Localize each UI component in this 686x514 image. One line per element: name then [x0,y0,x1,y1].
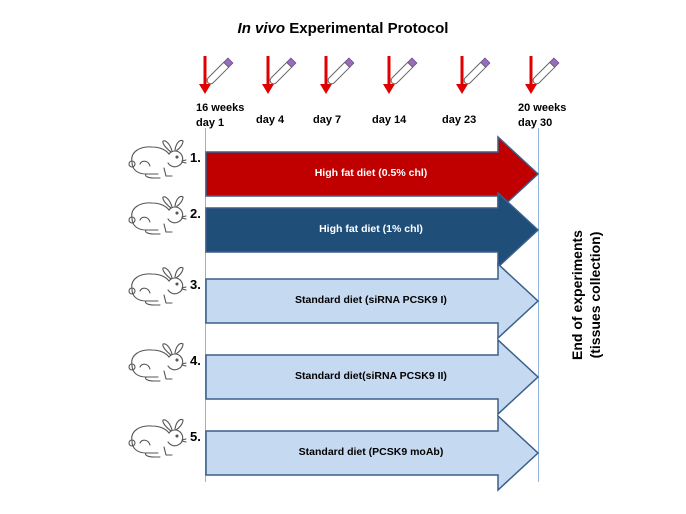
test-tube-icon [269,57,297,85]
page-title: In vivo Experimental Protocol [0,20,686,37]
blood-sample-icon [525,52,575,102]
arrow-shape [205,262,540,340]
red-arrow-icon [383,56,395,94]
timepoint-end-weeks: 20 weeks [518,102,567,114]
test-tube-icon [463,57,491,85]
group-number: 4. [190,353,201,368]
blood-sample-icon [320,52,370,102]
timepoint-day-23: day 23 [442,114,477,126]
rabbit-icon [126,417,188,464]
test-tube-icon [206,57,234,85]
group-number: 3. [190,277,201,292]
red-arrow-icon [456,56,468,94]
treatment-arrow: Standard diet (PCSK9 moAb) [205,414,540,492]
red-arrow-icon [199,56,211,94]
blood-sample-icon [199,52,249,102]
blood-sample-icon [262,52,312,102]
treatment-label: Standard diet (siRNA PCSK9 I) [295,294,447,306]
treatment-label: High fat diet (0.5% chl) [314,167,428,179]
treatment-label: High fat diet (1% chl) [319,223,423,235]
test-tube-icon [390,57,418,85]
timeline-end-line [538,128,539,482]
rabbit-icon [126,341,188,388]
blood-sample-icon [456,52,506,102]
title-rest: Experimental Protocol [285,20,449,37]
timepoint-start-weeks: 16 weeks [196,102,245,114]
red-arrow-icon [320,56,332,94]
timepoint-day-14: day 14 [372,114,407,126]
end-label-line1: End of experiments [569,230,585,360]
treatment-arrow: High fat diet (1% chl) [205,191,540,269]
treatment-arrow: Standard diet (siRNA PCSK9 I) [205,262,540,340]
timepoint-start-day: day 1 [196,117,225,129]
rabbit-icon [126,194,188,241]
group-number: 2. [190,206,201,221]
title-italic: In vivo [237,20,286,37]
timepoint-end-day: day 30 [518,117,553,129]
group-number: 5. [190,429,201,444]
treatment-arrow: High fat diet (0.5% chl) [205,135,540,213]
blood-sample-icon [383,52,433,102]
arrow-shape [205,191,540,269]
end-of-experiments-label: End of experiments (tissues collection) [566,170,606,420]
test-tube-icon [327,57,355,85]
treatment-label: Standard diet (PCSK9 moAb) [298,446,444,458]
rabbit-icon [126,265,188,312]
timepoint-day-4: day 4 [256,114,285,126]
end-label-line2: (tissues collection) [587,231,603,359]
arrow-shape [205,338,540,416]
rabbit-icon [126,138,188,185]
test-tube-icon [532,57,560,85]
timepoint-day-7: day 7 [313,114,342,126]
treatment-arrow: Standard diet(siRNA PCSK9 II) [205,338,540,416]
arrow-shape [205,414,540,492]
arrow-shape [205,135,540,213]
treatment-label: Standard diet(siRNA PCSK9 II) [295,370,447,382]
red-arrow-icon [262,56,274,94]
red-arrow-icon [525,56,537,94]
group-number: 1. [190,150,201,165]
